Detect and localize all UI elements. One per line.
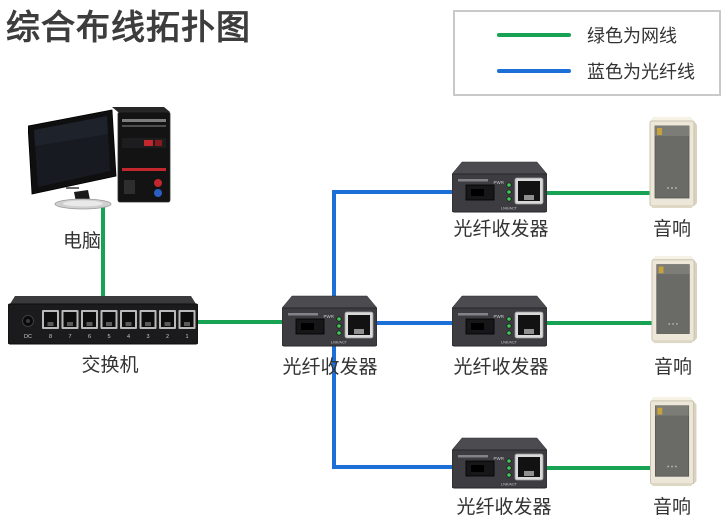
- speaker-icon: [649, 117, 697, 208]
- speaker-top: [648, 116, 698, 215]
- speaker-bottom: [648, 396, 698, 493]
- port-number: 7: [68, 334, 71, 340]
- computer: [27, 104, 178, 215]
- lnk-label: LNK/ACT: [501, 341, 518, 345]
- lnk-label: LNK/ACT: [331, 341, 348, 345]
- port-number: 8: [49, 334, 52, 340]
- legend-label-network: 绿色为网线: [587, 26, 677, 46]
- network-switch-icon: DC 8 7 6 5 4 3 2 1: [7, 296, 199, 345]
- switch-dc-jack: DC: [22, 315, 34, 340]
- pwr-label: PWR: [494, 314, 505, 319]
- fiber-transceiver-top: PWR LNK/ACT: [451, 160, 548, 219]
- pwr-label: PWR: [324, 314, 335, 319]
- fiber-transceiver-icon: PWR LNK/ACT: [281, 295, 378, 347]
- computer-icon: [27, 107, 171, 210]
- switch-ports: [42, 310, 196, 329]
- computer-monitor: [27, 109, 117, 210]
- speaker-middle: [650, 255, 698, 350]
- port-number: 1: [185, 334, 188, 340]
- network-switch: DC 8 7 6 5 4 3 2 1: [7, 296, 199, 353]
- fiber-transceiver-top-label: 光纤收发器: [453, 219, 549, 240]
- fiber-transceiver-icon: PWR LNK/ACT: [451, 295, 548, 347]
- fiber-transceiver-middle-label: 光纤收发器: [453, 357, 549, 378]
- fiber-transceiver-bottom-label: 光纤收发器: [456, 497, 552, 518]
- port-number: 4: [127, 334, 130, 340]
- lnk-label: LNK/ACT: [501, 483, 518, 487]
- fiber-cable-swatch: [497, 69, 571, 73]
- fiber-transceiver-middle: PWR LNK/ACT: [451, 294, 548, 353]
- lnk-label: LNK/ACT: [501, 207, 518, 211]
- switch-port-numbers: 8 7 6 5 4 3 2 1: [49, 334, 189, 340]
- legend-box: 绿色为网线 蓝色为光纤线: [453, 10, 721, 96]
- speaker-icon: [651, 255, 697, 344]
- legend-row-fiber: 蓝色为光纤线: [455, 58, 719, 84]
- computer-tower: [112, 107, 171, 203]
- port-number: 6: [88, 334, 91, 340]
- legend-label-fiber: 蓝色为光纤线: [587, 62, 695, 82]
- fiber-transceiver-bottom: PWR LNK/ACT: [451, 436, 548, 495]
- pwr-label: PWR: [494, 180, 505, 185]
- pwr-label: PWR: [494, 456, 505, 461]
- wire-central-to-bottom-transceiver: [332, 344, 455, 469]
- port-number: 2: [166, 334, 169, 340]
- speaker-middle-label: 音响: [653, 357, 693, 378]
- wire-central-to-top-transceiver: [332, 190, 455, 300]
- fiber-transceiver-icon: PWR LNK/ACT: [451, 161, 548, 213]
- speaker-bottom-label: 音响: [652, 497, 692, 518]
- network-cable-swatch: [497, 33, 571, 37]
- legend-row-network: 绿色为网线: [455, 22, 719, 48]
- switch-label: 交换机: [81, 355, 139, 376]
- fiber-transceiver-central: PWR LNK/ACT: [281, 294, 378, 353]
- page-title: 综合布线拓扑图: [6, 9, 251, 47]
- speaker-top-label: 音响: [652, 219, 692, 240]
- switch-dc-label: DC: [24, 334, 32, 340]
- port-number: 5: [107, 334, 110, 340]
- port-number: 3: [146, 334, 149, 340]
- speaker-icon: [650, 396, 697, 487]
- computer-label: 电脑: [62, 231, 102, 252]
- fiber-transceiver-central-label: 光纤收发器: [282, 357, 378, 378]
- fiber-transceiver-icon: PWR LNK/ACT: [451, 437, 548, 489]
